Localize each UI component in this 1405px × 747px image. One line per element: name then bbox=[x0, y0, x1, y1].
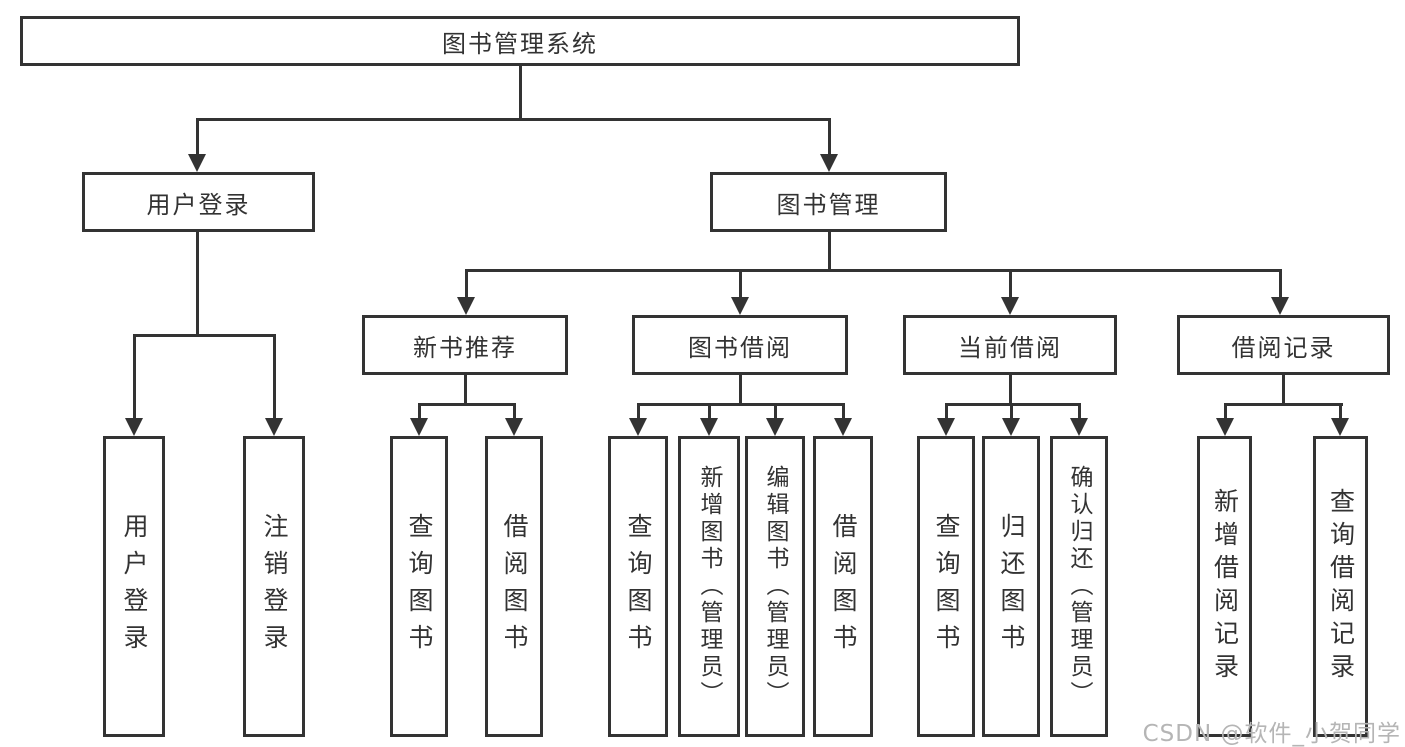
connector-stem-current-borrow bbox=[1009, 271, 1012, 299]
connector-stem-bb-query bbox=[637, 405, 640, 420]
connector-stem-bb-edit bbox=[774, 405, 777, 420]
leaf-br-add-record-label: 新增借阅记录 bbox=[1210, 487, 1240, 686]
leaf-user-login: 用户登录 bbox=[103, 436, 165, 737]
connector-stem-book-management bbox=[828, 120, 831, 156]
leaf-nb-borrow-books-label: 借阅图书 bbox=[500, 512, 529, 661]
leaf-cb-confirm-return-admin: 确认归还（管理员） bbox=[1050, 436, 1108, 737]
arrowhead-bb-query bbox=[629, 418, 647, 436]
leaf-bb-edit-books-admin: 编辑图书（管理员） bbox=[745, 436, 805, 737]
node-user-login: 用户登录 bbox=[82, 172, 315, 232]
node-book-borrow-label: 图书借阅 bbox=[688, 333, 792, 362]
connector-stem-br-query bbox=[1339, 405, 1342, 420]
connector-stem-nb-borrow bbox=[513, 405, 516, 420]
connector-borrow-records-trunk bbox=[1282, 375, 1285, 406]
connector-stem-book-borrow bbox=[739, 271, 742, 299]
connector-stem-nb-query bbox=[418, 405, 421, 420]
connector-stem-cb-confirm bbox=[1078, 405, 1081, 420]
connector-root-trunk bbox=[519, 66, 522, 120]
leaf-bb-edit-books-admin-label: 编辑图书（管理员） bbox=[762, 465, 788, 708]
connector-stem-br-add bbox=[1224, 405, 1227, 420]
arrowhead-current-borrow bbox=[1001, 297, 1019, 315]
connector-current-borrow-trunk bbox=[1009, 375, 1012, 406]
csdn-watermark: CSDN @软件_小贺同学 bbox=[1142, 721, 1401, 747]
connector-stem-bb-add bbox=[708, 405, 711, 420]
node-new-book-recommend: 新书推荐 bbox=[362, 315, 568, 375]
arrowhead-book-borrow bbox=[731, 297, 749, 315]
connector-user-login-distributor bbox=[133, 334, 276, 337]
arrowhead-borrow-records bbox=[1271, 297, 1289, 315]
connector-book-management-distributor bbox=[465, 269, 1282, 272]
leaf-bb-query-books-label: 查询图书 bbox=[624, 512, 653, 661]
arrowhead-user-login bbox=[188, 154, 206, 172]
connector-book-management-trunk bbox=[828, 232, 831, 272]
leaf-bb-add-books-admin: 新增图书（管理员） bbox=[678, 436, 740, 737]
node-borrow-records-label: 借阅记录 bbox=[1231, 333, 1336, 362]
arrowhead-nb-borrow bbox=[505, 418, 523, 436]
leaf-br-add-record: 新增借阅记录 bbox=[1197, 436, 1252, 737]
connector-stem-borrow-records bbox=[1279, 271, 1282, 299]
leaf-cb-query-books: 查询图书 bbox=[917, 436, 975, 737]
arrowhead-leaf-logout bbox=[265, 418, 283, 436]
leaf-bb-add-books-admin-label: 新增图书（管理员） bbox=[696, 465, 722, 708]
connector-stem-user-login bbox=[196, 120, 199, 156]
node-borrow-records: 借阅记录 bbox=[1177, 315, 1390, 375]
node-current-borrow-label: 当前借阅 bbox=[958, 333, 1062, 362]
arrowhead-bb-borrow bbox=[834, 418, 852, 436]
connector-book-borrow-trunk bbox=[739, 375, 742, 406]
connector-user-login-trunk bbox=[196, 232, 199, 336]
arrowhead-br-query bbox=[1331, 418, 1349, 436]
leaf-user-login-label: 用户登录 bbox=[120, 512, 149, 661]
connector-stem-leaf-login bbox=[133, 336, 136, 420]
leaf-logout: 注销登录 bbox=[243, 436, 305, 737]
arrowhead-book-management bbox=[820, 154, 838, 172]
node-book-management-label: 图书管理 bbox=[776, 190, 881, 219]
leaf-br-query-record: 查询借阅记录 bbox=[1313, 436, 1368, 737]
leaf-cb-return-books-label: 归还图书 bbox=[997, 512, 1026, 661]
leaf-cb-return-books: 归还图书 bbox=[982, 436, 1040, 737]
leaf-bb-borrow-books-label: 借阅图书 bbox=[829, 512, 858, 661]
leaf-nb-query-books-label: 查询图书 bbox=[405, 512, 434, 661]
arrowhead-bb-edit bbox=[766, 418, 784, 436]
node-root-label: 图书管理系统 bbox=[442, 29, 598, 58]
node-root: 图书管理系统 bbox=[20, 16, 1020, 66]
connector-new-book-trunk bbox=[464, 375, 467, 406]
connector-stem-cb-query bbox=[945, 405, 948, 420]
connector-new-book-distributor bbox=[418, 403, 516, 406]
connector-stem-new-book bbox=[465, 271, 468, 299]
connector-book-borrow-distributor bbox=[637, 403, 845, 406]
node-book-borrow: 图书借阅 bbox=[632, 315, 848, 375]
node-book-management: 图书管理 bbox=[710, 172, 947, 232]
leaf-nb-borrow-books: 借阅图书 bbox=[485, 436, 543, 737]
connector-stem-bb-borrow bbox=[842, 405, 845, 420]
connector-borrow-records-distributor bbox=[1224, 403, 1343, 406]
connector-current-borrow-distributor bbox=[945, 403, 1081, 406]
leaf-cb-confirm-return-admin-label: 确认归还（管理员） bbox=[1066, 465, 1092, 708]
connector-stem-cb-return bbox=[1010, 405, 1013, 420]
connector-stem-leaf-logout bbox=[273, 336, 276, 420]
node-new-book-recommend-label: 新书推荐 bbox=[413, 333, 517, 362]
arrowhead-nb-query bbox=[410, 418, 428, 436]
leaf-bb-borrow-books: 借阅图书 bbox=[813, 436, 873, 737]
leaf-nb-query-books: 查询图书 bbox=[390, 436, 448, 737]
connector-root-distributor bbox=[196, 118, 831, 121]
node-user-login-label: 用户登录 bbox=[146, 190, 251, 219]
arrowhead-br-add bbox=[1216, 418, 1234, 436]
leaf-bb-query-books: 查询图书 bbox=[608, 436, 668, 737]
arrowhead-cb-return bbox=[1002, 418, 1020, 436]
node-current-borrow: 当前借阅 bbox=[903, 315, 1117, 375]
arrowhead-new-book bbox=[457, 297, 475, 315]
arrowhead-cb-confirm bbox=[1070, 418, 1088, 436]
leaf-cb-query-books-label: 查询图书 bbox=[932, 512, 961, 661]
arrowhead-leaf-login bbox=[125, 418, 143, 436]
leaf-logout-label: 注销登录 bbox=[260, 512, 289, 661]
leaf-br-query-record-label: 查询借阅记录 bbox=[1326, 487, 1356, 686]
arrowhead-bb-add bbox=[700, 418, 718, 436]
arrowhead-cb-query bbox=[937, 418, 955, 436]
